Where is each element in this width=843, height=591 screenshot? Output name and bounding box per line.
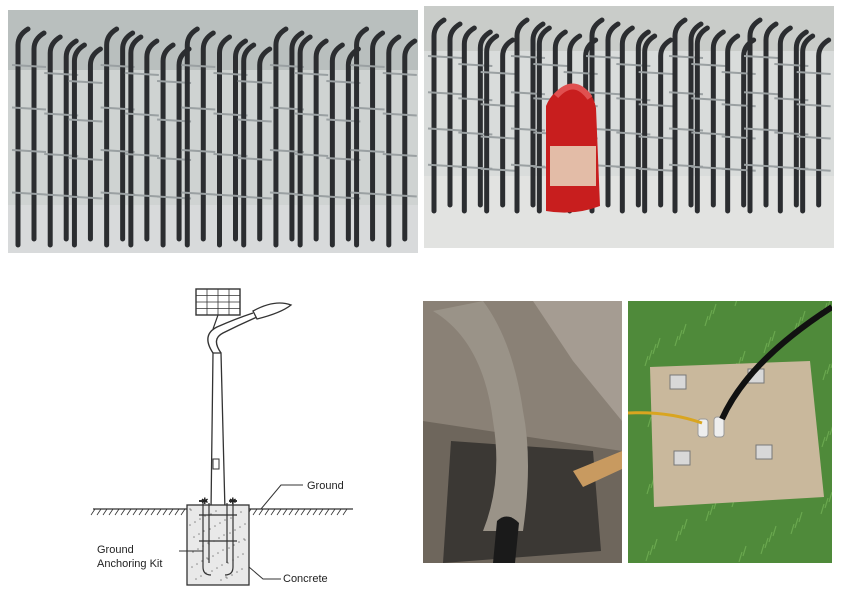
diagram-solar-street-light-foundation: ✱ ✱ Ground Ground Anchoring Kit Concrete xyxy=(85,283,375,588)
anchor-cage xyxy=(181,26,216,248)
anchor-cage xyxy=(213,34,248,248)
label-concrete: Concrete xyxy=(283,573,328,585)
photo-finished-foundation-anchor-bolts xyxy=(628,301,832,563)
anchor-bolts xyxy=(669,368,773,466)
anchor-cage xyxy=(124,34,160,248)
label-anchoring-kit-line1: Ground xyxy=(97,544,134,556)
svg-text:✱: ✱ xyxy=(201,496,209,506)
label-anchoring-kit-line2: Anchoring Kit xyxy=(97,558,162,570)
photo-concrete-pouring xyxy=(423,301,622,563)
svg-text:✱: ✱ xyxy=(229,496,237,506)
finished-foundation-illustration xyxy=(628,301,832,563)
anchoring-kit: ✱ ✱ xyxy=(199,496,237,576)
concrete-pouring-illustration xyxy=(423,301,622,563)
concrete-flow xyxy=(433,301,528,531)
photo-anchor-bolt-cages-with-package xyxy=(424,6,834,248)
anchor-cage xyxy=(691,25,726,214)
light-pole xyxy=(207,312,258,512)
wood-board xyxy=(573,451,622,487)
anchor-cage xyxy=(382,34,418,248)
anchor-cage xyxy=(510,17,546,214)
photo-anchor-bolt-cages-stack xyxy=(8,10,418,253)
power-cable xyxy=(719,304,832,421)
foundation-diagram-svg: ✱ ✱ Ground Ground Anchoring Kit Concrete xyxy=(90,288,353,586)
ground-wire xyxy=(628,411,703,425)
photo-anchor-bolt-cages-package-illustration xyxy=(424,6,834,248)
cage-group xyxy=(11,26,418,248)
lamp-head xyxy=(252,302,293,320)
label-ground: Ground xyxy=(307,480,344,492)
anchor-cage xyxy=(796,33,832,214)
solar-panel xyxy=(195,288,241,330)
concrete-foundation xyxy=(186,504,250,586)
anchor-cage xyxy=(350,26,386,248)
boot xyxy=(493,516,519,563)
leader-lines xyxy=(179,484,303,580)
concrete-pad xyxy=(650,361,824,507)
anchor-cage xyxy=(480,33,516,214)
anchor-cage xyxy=(11,26,47,248)
gravel-edge xyxy=(533,301,622,421)
anchor-cage xyxy=(68,42,103,248)
anchor-cage xyxy=(427,17,463,214)
anchor-cage xyxy=(668,17,704,214)
anchor-cage xyxy=(743,17,779,214)
anchor-cage xyxy=(458,25,493,214)
photo-anchor-bolt-cages-illustration xyxy=(8,10,418,253)
anchor-cage xyxy=(585,17,621,214)
anchor-cage xyxy=(638,33,674,214)
cage-group xyxy=(427,17,832,214)
anchor-cage xyxy=(237,42,273,248)
red-package xyxy=(546,83,600,213)
anchor-cage xyxy=(294,34,329,248)
